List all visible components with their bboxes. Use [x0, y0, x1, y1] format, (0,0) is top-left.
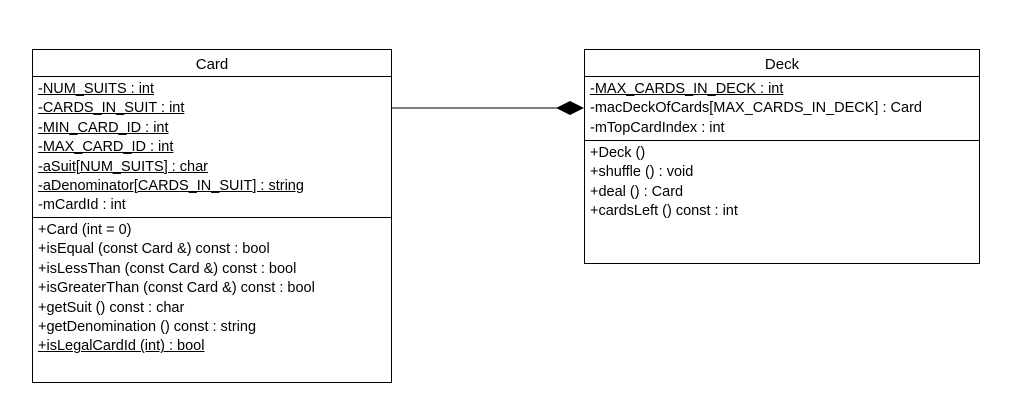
card-method: +Card (int = 0): [38, 222, 132, 238]
deck-attribute: -mTopCardIndex : int: [590, 119, 725, 136]
deck-method: +shuffle () : void: [590, 164, 694, 181]
card-method: +isGreaterThan (const Card &) const : bo…: [38, 280, 315, 297]
card-attribute: -MIN_CARD_ID : int: [38, 119, 169, 136]
deck-class: Deck -MAX_CARDS_IN_DECK : int -macDeckOf…: [584, 49, 980, 264]
deck-methods: +Deck () +shuffle () : void +deal () : C…: [585, 141, 979, 222]
card-method: +isLessThan (const Card &) const : bool: [38, 260, 297, 277]
card-attribute: -NUM_SUITS : int: [38, 81, 155, 97]
card-attribute: -mCardId : int: [38, 197, 126, 214]
deck-attributes: -MAX_CARDS_IN_DECK : int -macDeckOfCards…: [585, 77, 979, 141]
card-methods: +Card (int = 0) +isEqual (const Card &) …: [33, 218, 391, 357]
card-attribute: -aDenominator[CARDS_IN_SUIT] : string: [38, 178, 304, 195]
card-attribute: -MAX_CARD_ID : int: [38, 139, 174, 156]
card-attributes: -NUM_SUITS : int -CARDS_IN_SUIT : int -M…: [33, 77, 391, 218]
class-name-card: Card: [33, 50, 391, 77]
composition-diamond-icon: [556, 101, 584, 115]
deck-attribute: -macDeckOfCards[MAX_CARDS_IN_DECK] : Car…: [590, 100, 922, 117]
class-name-deck: Deck: [585, 50, 979, 77]
card-method: +isLegalCardId (int) : bool: [38, 338, 205, 355]
deck-method: +cardsLeft () const : int: [590, 203, 738, 220]
card-method: +getSuit () const : char: [38, 299, 185, 316]
card-class: Card -NUM_SUITS : int -CARDS_IN_SUIT : i…: [32, 49, 392, 383]
card-method: +getDenomination () const : string: [38, 319, 257, 336]
card-method: +isEqual (const Card &) const : bool: [38, 241, 270, 258]
card-attribute: -CARDS_IN_SUIT : int: [38, 100, 185, 117]
deck-method: +Deck (): [590, 145, 646, 161]
deck-method: +deal () : Card: [590, 183, 684, 200]
card-attribute: -aSuit[NUM_SUITS] : char: [38, 158, 209, 175]
deck-attribute: -MAX_CARDS_IN_DECK : int: [590, 81, 784, 97]
